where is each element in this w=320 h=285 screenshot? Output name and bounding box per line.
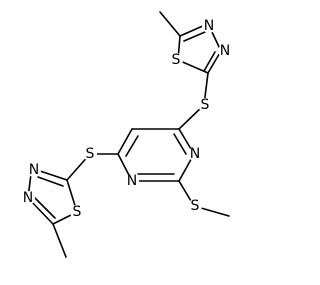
bond-n3-c2 (207, 50, 222, 74)
bond-n3-c2-double (203, 51, 216, 72)
atom-label-s-left-linker: S (86, 146, 95, 162)
atom-label-n-pyrimidine-bottom: N (127, 173, 137, 189)
bond-c2-s1 (177, 59, 209, 74)
atom-bg-n-top-right-a (202, 19, 216, 33)
bond-c5-n4-double (183, 31, 206, 42)
bonds (27, 11, 230, 258)
atom-bg-n-pyrimidine-bottom (125, 174, 139, 188)
atom-bg-n-top-right-b (218, 44, 232, 58)
atom-bg-n-left-ring-a (27, 163, 41, 177)
atom-bg-n-pyrimidine-right (188, 147, 202, 161)
atom-label-backgrounds (21, 19, 232, 219)
bond-left-c2-n3 (36, 169, 68, 181)
atom-bg-s-top-linker (198, 98, 212, 112)
bond-left-c5-methyl (52, 223, 67, 258)
atom-label-s-methylthio: S (191, 198, 200, 214)
atom-label-s-top-ring: S (172, 52, 181, 68)
bond-c5-n4 (179, 24, 206, 37)
bond-pyr-c5-c6-double (125, 135, 139, 157)
atom-label-n-top-right-b: N (220, 43, 230, 59)
bond-methyl-c5 (159, 11, 181, 37)
atom-labels: N N S S N N S S N N S (23, 18, 230, 220)
atom-label-s-top-linker: S (201, 97, 210, 113)
bond-pyr-c5-c6 (117, 128, 133, 155)
atom-bg-s-top-ring (169, 53, 183, 67)
atom-label-n-pyrimidine-right: N (190, 146, 200, 162)
atom-label-n-left-ring-b: N (23, 190, 33, 206)
bond-left-n4-c5-double (33, 196, 56, 219)
atom-label-n-top-right-a: N (204, 18, 214, 34)
bond-left-c2-n3-double (37, 176, 64, 187)
chemical-structure-diagram: N N S S N N S S N N S (21, 11, 232, 258)
atom-bg-n-left-ring-b (21, 191, 35, 205)
atom-label-s-left-ring: S (73, 204, 82, 220)
atom-label-n-left-ring-a: N (29, 162, 39, 178)
atom-bg-s-methylthio (188, 199, 202, 213)
atom-bg-s-left-ring (70, 205, 84, 219)
bond-pyr-n3-c4-double (173, 133, 187, 155)
atom-bg-s-left-linker (83, 147, 97, 161)
